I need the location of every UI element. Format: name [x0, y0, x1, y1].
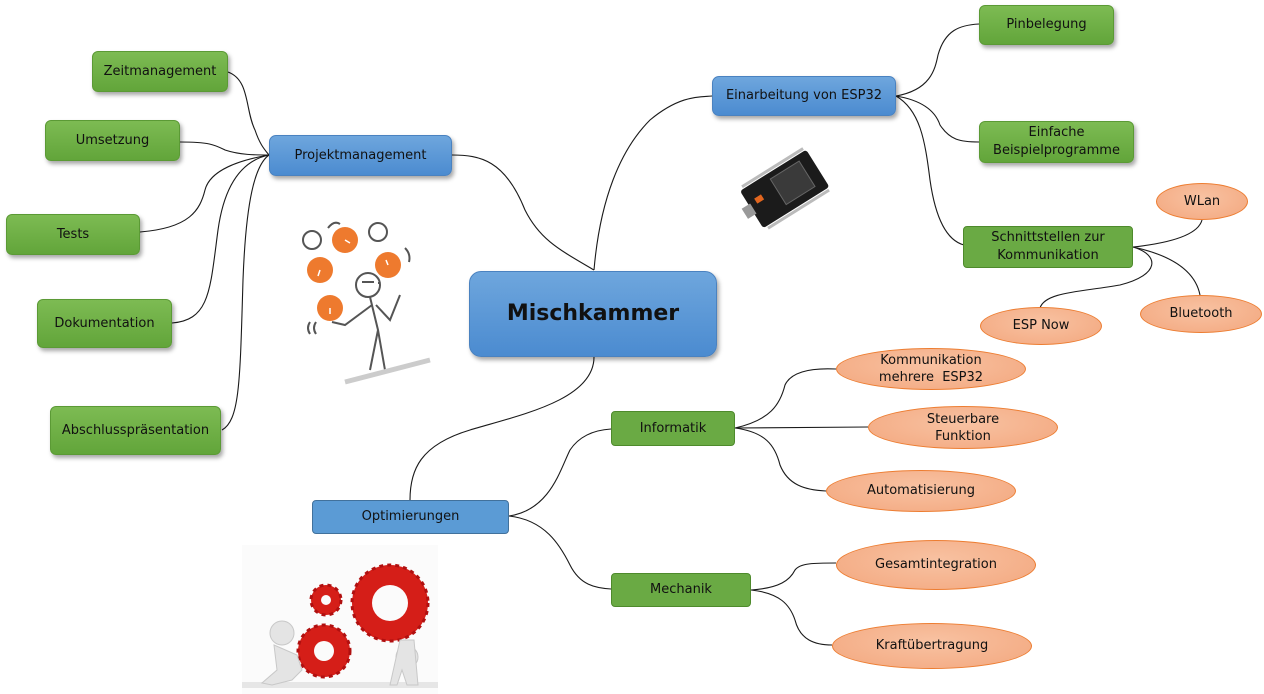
node-dokumentation-label: Dokumentation [54, 315, 155, 331]
node-projektmanagement-label: Projektmanagement [294, 147, 427, 163]
node-schnitt-line1: Schnittstellen zur [991, 230, 1105, 245]
node-kom-line1: Kommunikation [880, 353, 982, 368]
link-umsetzung [179, 141, 270, 156]
link-auto [734, 427, 827, 492]
node-pinbelegung[interactable]: Pinbelegung [979, 5, 1114, 45]
link-pin [895, 23, 980, 97]
link-kom [734, 368, 837, 429]
node-dokumentation[interactable]: Dokumentation [37, 299, 172, 348]
link-gesamt [750, 562, 837, 591]
central-node[interactable]: Mischkammer [469, 271, 717, 357]
node-umsetzung[interactable]: Umsetzung [45, 120, 180, 161]
node-beispiel-line2: Beispielprogramme [993, 143, 1120, 158]
node-optimierungen[interactable]: Optimierungen [312, 500, 509, 534]
node-abschlusspraesentation[interactable]: Abschlusspräsentation [50, 406, 221, 455]
node-umsetzung-label: Umsetzung [75, 132, 150, 148]
link-zeit [227, 71, 270, 156]
node-schnitt-line2: Kommunikation [997, 248, 1099, 263]
link-beispiel [895, 95, 980, 143]
node-tests-label: Tests [56, 226, 90, 242]
node-esp32-label: Einarbeitung von ESP32 [725, 88, 883, 103]
node-steuerbare-funktion[interactable]: Steuerbare Funktion [868, 406, 1058, 449]
link-central-esp32 [593, 95, 713, 271]
link-espnow [1039, 246, 1153, 309]
node-kraftuebertragung-label: Kraftübertragung [875, 638, 989, 653]
esp32-board-icon [741, 147, 830, 230]
node-bluetooth[interactable]: Bluetooth [1140, 295, 1262, 333]
link-informatik [508, 428, 612, 517]
link-bluetooth [1132, 246, 1201, 296]
node-wlan[interactable]: WLan [1156, 183, 1248, 220]
node-esp-now[interactable]: ESP Now [980, 307, 1102, 345]
node-informatik[interactable]: Informatik [611, 411, 735, 446]
juggling-clocks-icon [302, 221, 431, 385]
node-automatisierung[interactable]: Automatisierung [826, 470, 1016, 512]
node-kraftuebertragung[interactable]: Kraftübertragung [832, 623, 1032, 669]
node-espnow-label: ESP Now [1012, 318, 1070, 333]
node-informatik-label: Informatik [639, 420, 707, 436]
node-schnittstellen[interactable]: Schnittstellen zur Kommunikation [963, 226, 1133, 268]
node-wlan-label: WLan [1183, 193, 1221, 209]
node-kommunikation-esp32[interactable]: Kommunikation mehrere ESP32 [836, 348, 1026, 390]
node-zeitmanagement[interactable]: Zeitmanagement [92, 51, 228, 92]
node-optimierungen-label: Optimierungen [361, 509, 460, 524]
node-projektmanagement[interactable]: Projektmanagement [269, 135, 452, 176]
node-tests[interactable]: Tests [6, 214, 140, 255]
node-zeitmanagement-label: Zeitmanagement [103, 63, 217, 79]
link-kraft [750, 589, 833, 646]
node-mechanik[interactable]: Mechanik [611, 573, 751, 607]
link-mechanik [508, 515, 612, 590]
node-gesamtintegration-label: Gesamtintegration [875, 557, 997, 572]
link-central-optim [409, 356, 595, 501]
node-einarbeitung-esp32[interactable]: Einarbeitung von ESP32 [712, 76, 896, 116]
link-tests [139, 154, 270, 233]
node-mechanik-label: Mechanik [650, 582, 712, 597]
link-schnitt [895, 95, 965, 246]
node-bluetooth-label: Bluetooth [1169, 306, 1233, 321]
node-beispielprogramme[interactable]: Einfache Beispielprogramme [979, 121, 1134, 163]
link-central-projekt [451, 154, 595, 271]
link-steuer [734, 426, 869, 429]
node-pinbelegung-label: Pinbelegung [1006, 17, 1087, 32]
central-node-label: Mischkammer [506, 301, 680, 326]
link-doku [171, 154, 270, 324]
node-beispiel-line1: Einfache [1028, 125, 1085, 140]
link-wlan [1132, 219, 1203, 248]
node-abschluss-label: Abschlusspräsentation [61, 422, 210, 438]
node-automatisierung-label: Automatisierung [867, 483, 975, 498]
link-abschluss [221, 154, 270, 431]
node-gesamtintegration[interactable]: Gesamtintegration [836, 540, 1036, 590]
node-steuer-line2: Funktion [935, 428, 991, 444]
node-kom-line2: mehrere ESP32 [878, 370, 984, 385]
gears-icon [242, 545, 438, 694]
node-steuer-line1: Steuerbare [926, 411, 1000, 427]
